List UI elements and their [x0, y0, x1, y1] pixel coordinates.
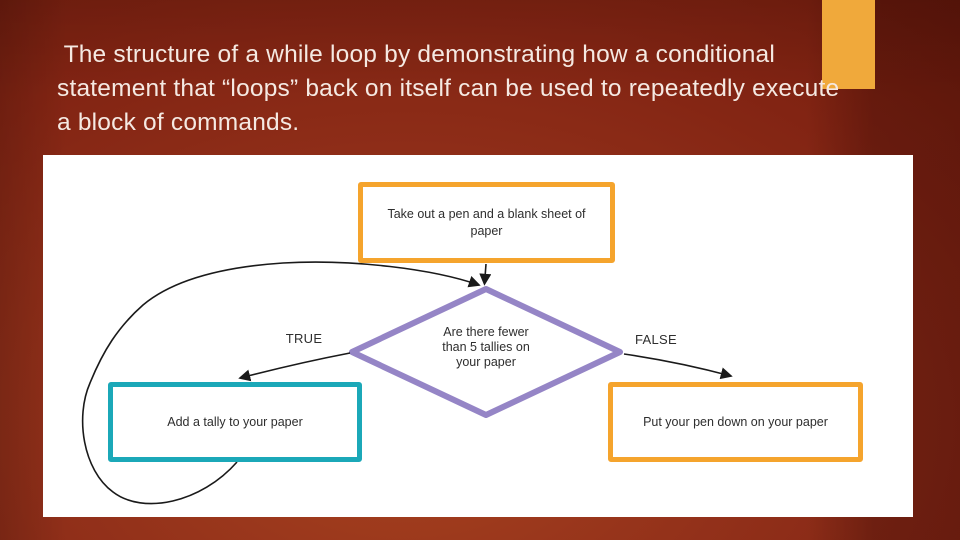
false-branch-connector	[623, 353, 733, 380]
true-branch-label: TRUE	[285, 331, 323, 346]
start-process-label: Take out a pen and a blank sheet of pape…	[387, 206, 586, 238]
false-branch-label: FALSE	[635, 332, 677, 347]
true-process-label: Add a tally to your paper	[167, 414, 303, 429]
slide-title-line-1: The structure of a while loop by demonst…	[57, 41, 776, 68]
decision-diamond	[349, 286, 623, 418]
start-process-box: Take out a pen and a blank sheet of pape…	[358, 182, 615, 263]
false-process-label: Put your pen down on your paper	[643, 414, 828, 429]
decision-label: Are there fewer than 5 tallies on your p…	[442, 325, 530, 369]
flowchart-graphics	[81, 261, 733, 505]
loop-back-connector	[81, 261, 481, 505]
flowchart-panel: Take out a pen and a blank sheet of pape…	[43, 155, 913, 517]
true-process-box: Add a tally to your paper	[108, 382, 362, 462]
false-process-box: Put your pen down on your paper	[608, 382, 863, 462]
start-to-decision-connector	[479, 263, 492, 286]
slide-title-line-2: statement that “loops” back on itself ca…	[57, 74, 840, 102]
slide-title-line-3: a block of commands.	[57, 108, 300, 136]
slide-title: The structure of a while loop by demonst…	[57, 38, 839, 139]
gold-accent-bar	[822, 0, 875, 89]
true-branch-connector	[238, 352, 351, 382]
